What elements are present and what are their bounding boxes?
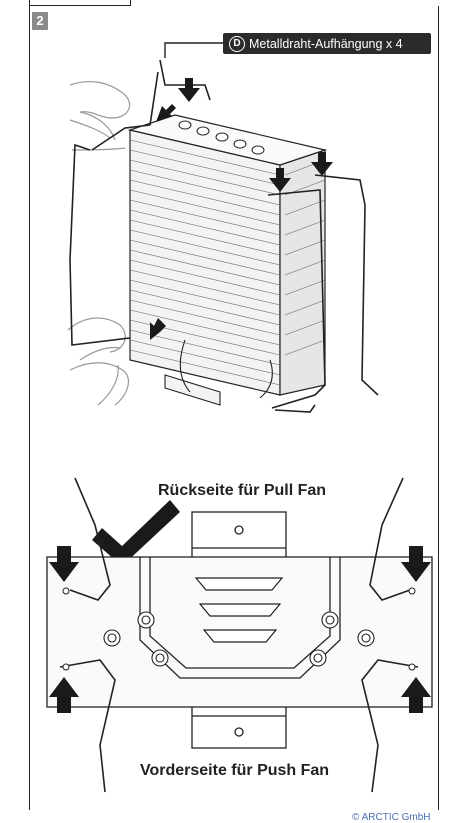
- hand-bottom-icon: [67, 317, 129, 406]
- cooler-base: [164, 339, 273, 406]
- down-arrow-icon: [178, 78, 200, 102]
- step-panel: [29, 6, 439, 810]
- heatpipe-slots: [194, 577, 284, 643]
- down-arrow-icon: [311, 152, 333, 176]
- up-arrow-icon: [150, 318, 166, 340]
- up-arrow-icon: [401, 677, 431, 713]
- mount-bracket-bottom: [191, 705, 287, 749]
- callout-label: D Metalldraht-Aufhängung x 4: [223, 33, 431, 54]
- wire-clips-bottom: [59, 477, 419, 793]
- back-side-caption: Rückseite für Pull Fan: [158, 482, 327, 499]
- copyright-notice: © ARCTIC GmbH: [352, 812, 431, 823]
- checkmark-icon: [92, 500, 180, 566]
- front-side-caption: Vorderseite für Push Fan: [140, 762, 330, 779]
- heatpipe-channel: [139, 557, 341, 679]
- down-arrow-icon: [269, 168, 291, 192]
- up-arrow-icon: [49, 677, 79, 713]
- callout-leader-line: [164, 42, 223, 58]
- wire-clips-top: [69, 59, 379, 413]
- heatpipe-caps: [178, 120, 265, 155]
- callout-letter-icon: D: [229, 35, 245, 52]
- down-arrow-icon: [49, 546, 79, 582]
- fin-lines: [129, 139, 326, 386]
- top-tab-frame: [29, 0, 131, 6]
- hand-top-icon: [69, 81, 131, 151]
- mount-bracket-top: [191, 511, 287, 559]
- step-number-badge: 2: [32, 12, 48, 30]
- callout-text: Metalldraht-Aufhängung x 4: [249, 36, 403, 51]
- screw-posts: [103, 611, 375, 667]
- down-arrow-icon: [401, 546, 431, 582]
- clip-holes: [62, 587, 416, 671]
- diagonal-arrow-icon: [156, 104, 176, 122]
